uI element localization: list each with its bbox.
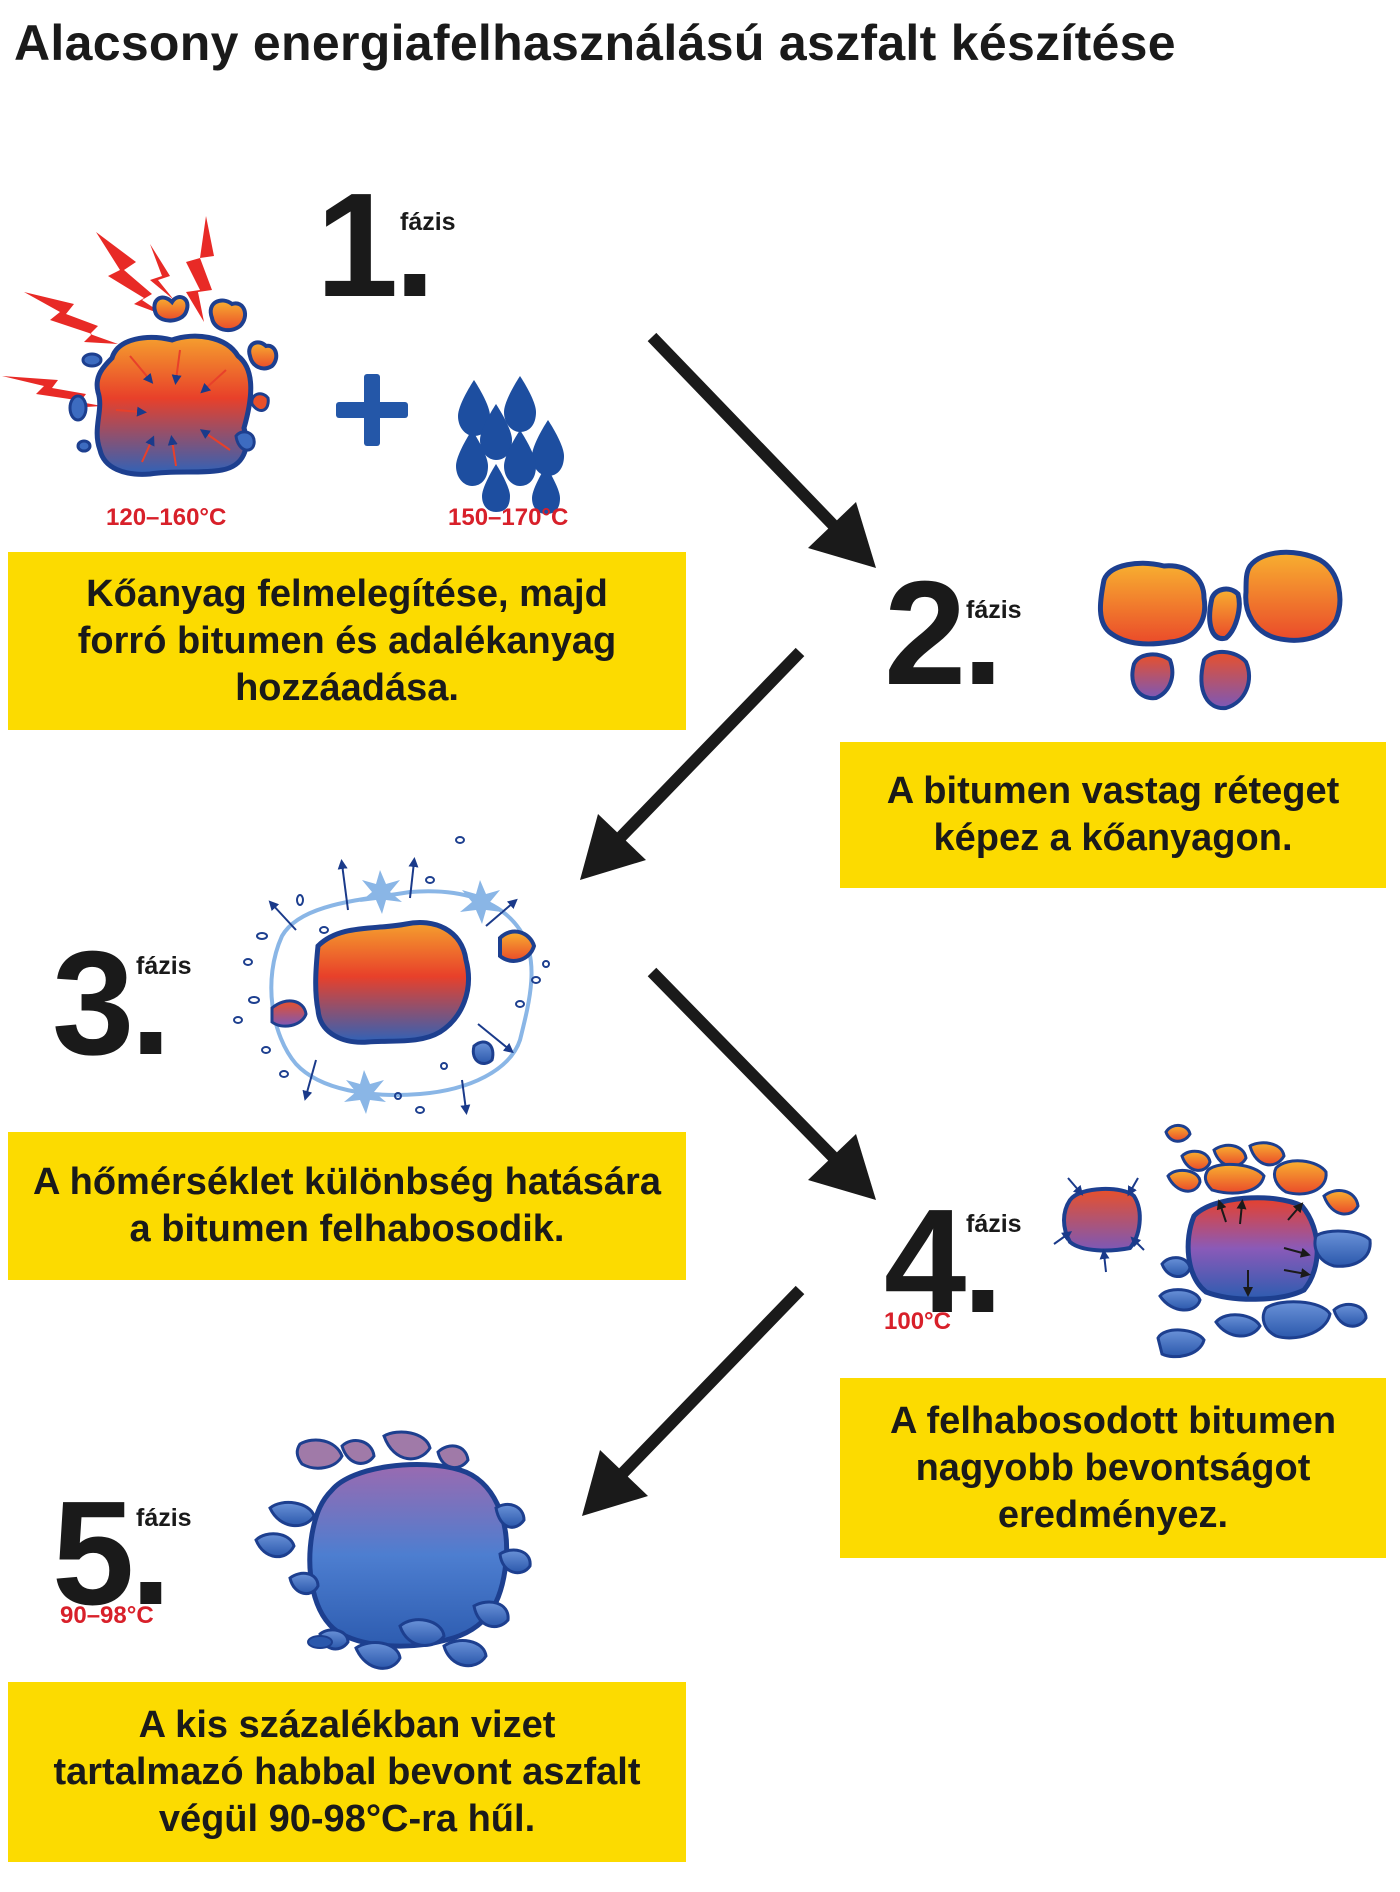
phase-5-label: fázis [136, 1504, 192, 1532]
flow-arrow-1-to-2 [647, 332, 876, 568]
phase-4-description: A felhabosodott bitumen nagyobb bevontsá… [840, 1378, 1386, 1558]
phase-1-temp-aggregate: 120–160°C [106, 504, 227, 531]
phase-5-temp: 90–98°C [60, 1602, 154, 1629]
phase-2-line-1: A bitumen vastag réteget [886, 770, 1340, 812]
phase-5-number: 5. [52, 1471, 171, 1636]
phase-2-label: fázis [966, 596, 1022, 624]
phase-2-description: A bitumen vastag réteget képez a kőanyag… [840, 742, 1386, 888]
phase-1-number: 1. [316, 163, 435, 328]
coated-mixture-icon [1053, 1124, 1372, 1359]
cooled-asphalt-icon [254, 1430, 532, 1670]
flow-arrow-4-to-5 [582, 1285, 805, 1516]
phase-1-label: fázis [400, 208, 456, 236]
phase-3-label: fázis [136, 952, 192, 980]
phase-4-line-2: nagyobb bevontságot [915, 1446, 1311, 1489]
phase-1-line-3: hozzáadása. [235, 666, 459, 709]
phase-5-line-2: tartalmazó habbal bevont aszfalt [53, 1750, 641, 1793]
phase-2-line-2: képez a kőanyagon. [933, 817, 1293, 859]
phase-5-line-1: A kis százalékban vizet [138, 1703, 556, 1746]
phase-4-label: fázis [966, 1210, 1022, 1238]
phase-1-temp-bitumen: 150–170°C [448, 504, 569, 531]
phase-1-description: Kőanyag felmelegítése, majd forró bitume… [8, 552, 686, 730]
phase-1-line-2: forró bitumen és adalékanyag [77, 619, 617, 662]
phase-4-number: 4. [884, 1179, 1003, 1344]
coated-aggregate-icon [1098, 549, 1343, 711]
phase-2-number: 2. [884, 551, 1003, 716]
flow-arrow-3-to-4 [647, 967, 876, 1200]
phase-3-line-2: a bitumen felhabosodik. [129, 1208, 565, 1250]
phase-3-number: 3. [52, 921, 171, 1086]
phase-4-line-1: A felhabosodott bitumen [889, 1399, 1337, 1442]
foaming-bitumen-icon [233, 836, 550, 1115]
phase-4-line-3: eredményez. [997, 1493, 1229, 1536]
plus-icon [336, 374, 408, 446]
hot-aggregate-icon [68, 295, 279, 477]
phase-3-line-1: A hőmérséklet különbség hatására [33, 1161, 661, 1203]
flow-arrow-2-to-3 [580, 647, 805, 880]
water-drops-icon [456, 376, 564, 514]
phase-5-description: A kis százalékban vizet tartalmazó habba… [8, 1682, 686, 1862]
phase-1-line-1: Kőanyag felmelegítése, majd [86, 572, 608, 615]
phase-5-line-3: végül 90-98°C-ra hűl. [158, 1797, 536, 1840]
phase-3-description: A hőmérséklet különbség hatására a bitum… [8, 1132, 686, 1280]
phase-4-temp: 100°C [884, 1308, 951, 1335]
page-title: Alacsony energiafelhasználású aszfalt ké… [14, 15, 1176, 71]
